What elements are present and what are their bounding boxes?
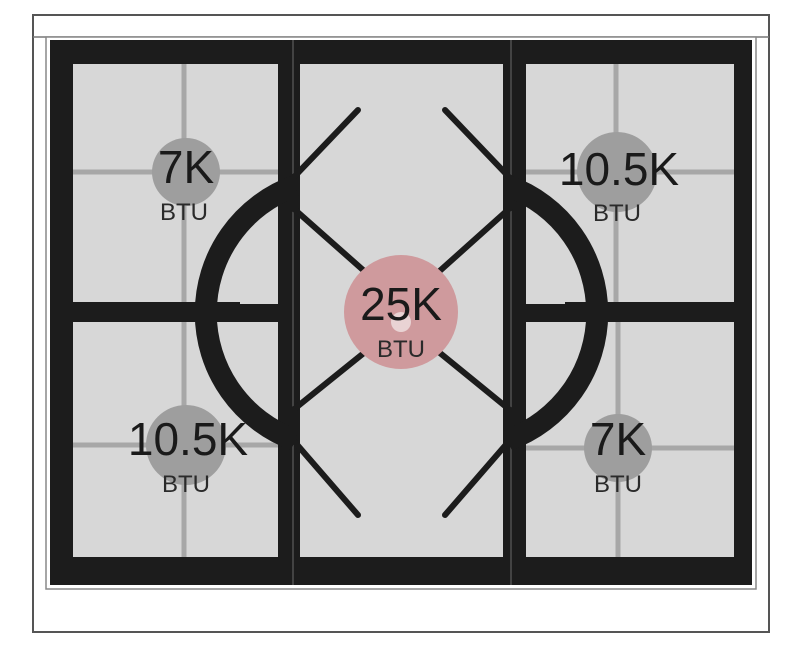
burner-rating: 7K bbox=[590, 413, 647, 465]
burner-center: 25K BTU bbox=[344, 255, 458, 369]
grate-bar-right bbox=[565, 302, 752, 322]
burner-unit: BTU bbox=[162, 471, 210, 498]
burner-unit: BTU bbox=[377, 336, 425, 363]
burner-rating: 25K bbox=[360, 278, 442, 330]
burner-rating: 10.5K bbox=[128, 413, 249, 465]
burner-cap bbox=[584, 414, 652, 482]
burner-bottom-right: 7K BTU bbox=[584, 413, 652, 498]
grate-bar-left bbox=[50, 302, 240, 322]
center-grate-spokes bbox=[290, 107, 513, 518]
burner-cap bbox=[577, 132, 657, 212]
burner-rating: 10.5K bbox=[559, 143, 680, 195]
burner-cap bbox=[146, 405, 226, 485]
burner-cap bbox=[152, 138, 220, 206]
burner-bottom-left: 10.5K BTU bbox=[128, 405, 249, 498]
burner-unit: BTU bbox=[594, 471, 642, 498]
burner-center-hole bbox=[391, 312, 411, 332]
burner-unit: BTU bbox=[160, 199, 208, 226]
burner-rating: 7K bbox=[158, 141, 215, 193]
burner-unit: BTU bbox=[593, 200, 641, 227]
burner-top-right: 10.5K BTU bbox=[559, 132, 680, 227]
burner-top-left: 7K BTU bbox=[152, 138, 220, 226]
